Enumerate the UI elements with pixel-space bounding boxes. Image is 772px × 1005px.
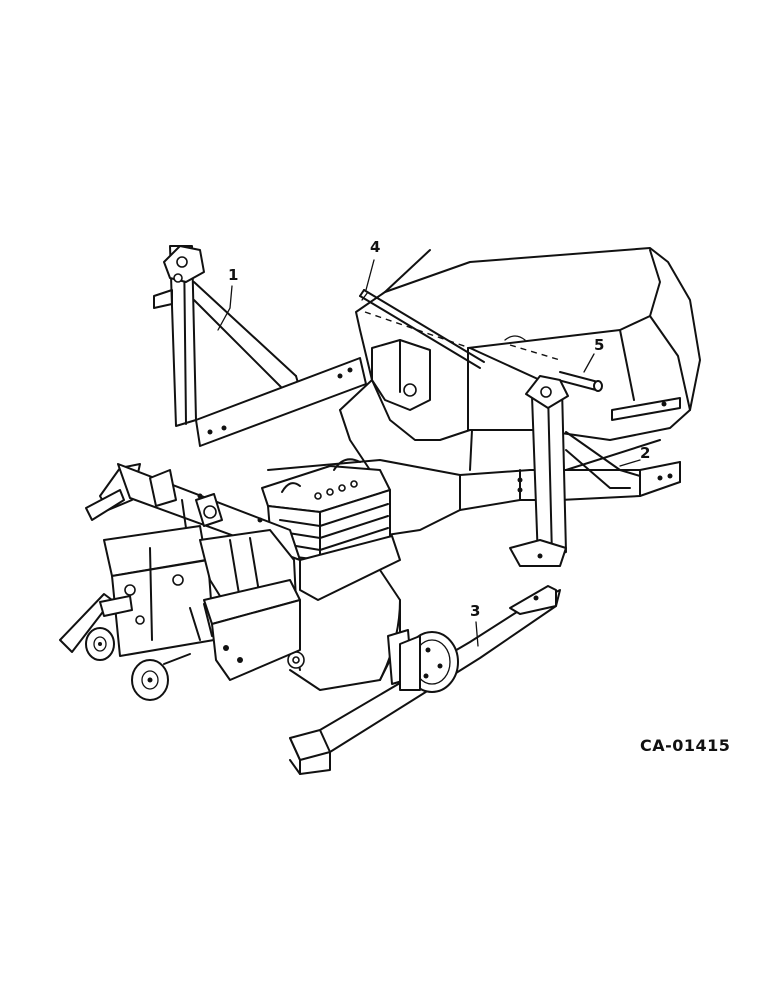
callout-4: 4 bbox=[370, 238, 381, 256]
callout-3: 3 bbox=[470, 602, 481, 620]
idler-wheels bbox=[85, 627, 191, 701]
drawing-code: CA-01415 bbox=[640, 736, 731, 755]
tank-strap-rod bbox=[359, 289, 485, 369]
right-mount-bracket bbox=[509, 375, 681, 567]
tank-support-rod bbox=[557, 371, 603, 392]
main-frame-rail bbox=[267, 459, 681, 549]
drawbar bbox=[289, 585, 561, 775]
front-hitch-assembly bbox=[59, 463, 301, 681]
leader-lines bbox=[217, 259, 641, 647]
callout-1: 1 bbox=[228, 266, 239, 284]
left-mount-bracket bbox=[153, 245, 367, 447]
tank-rear-bracket bbox=[339, 339, 431, 471]
callout-2: 2 bbox=[640, 444, 651, 462]
callout-5: 5 bbox=[594, 336, 605, 354]
